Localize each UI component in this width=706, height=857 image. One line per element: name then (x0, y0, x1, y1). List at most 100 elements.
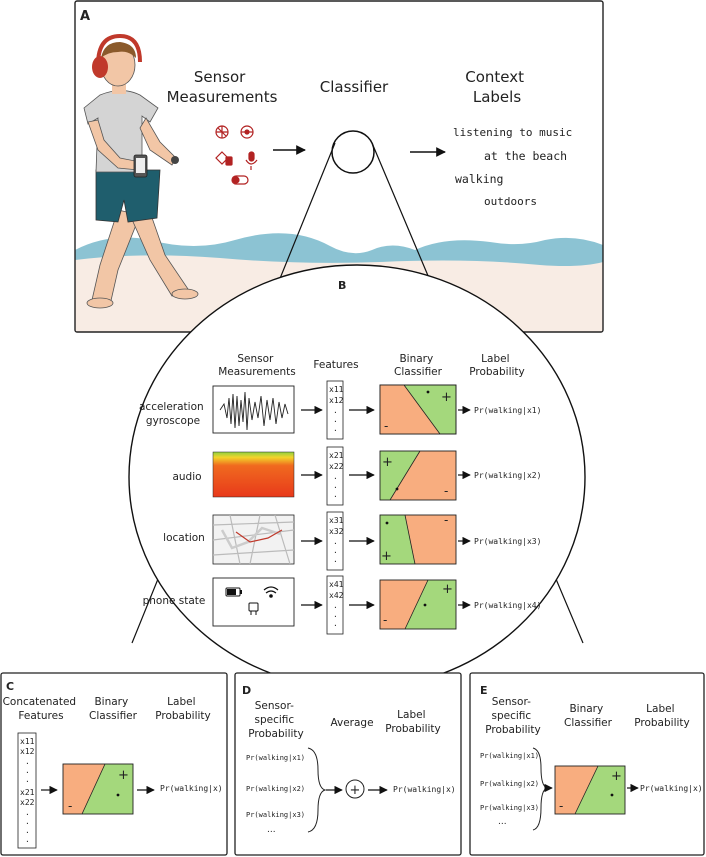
svg-text:.: . (333, 481, 338, 490)
classifier-4: + - (379, 579, 457, 630)
e-prob-walking-x: Pr(walking|x) (640, 784, 703, 793)
wifi-icon (263, 586, 279, 598)
context-label-outdoors: outdoors (484, 195, 537, 208)
sensor-icons (215, 125, 258, 185)
classifier-1: + - (379, 384, 457, 435)
svg-text:x21: x21 (20, 788, 35, 797)
panel-d-letter: D (242, 684, 251, 697)
c-classifier: + - (62, 763, 134, 815)
e-prob-x3: Pr(walking|x3) (480, 804, 539, 812)
feature-vector-4: x41 x42 ... (326, 575, 344, 635)
svg-text:+: + (381, 549, 392, 564)
e-prob-x1: Pr(walking|x1) (480, 752, 539, 760)
context-labels-title: Context Labels (465, 68, 529, 106)
svg-text:.: . (25, 766, 30, 775)
svg-text:.: . (333, 406, 338, 415)
average-plus-symbol: + (350, 783, 361, 798)
classifier-title: Classifier (320, 78, 389, 96)
svg-text:.: . (333, 601, 338, 610)
feature-x22: x22 (329, 462, 344, 471)
b-arrows (301, 405, 471, 610)
row-label-audio: audio (172, 471, 201, 483)
c-col-features: Concatenated Features (3, 696, 80, 722)
location-map (212, 514, 295, 565)
feature-vector-1: x11 x12 ... (326, 380, 344, 440)
panel-c-letter: C (6, 680, 14, 693)
feature-vector-3: x31 x32 ... (326, 511, 344, 571)
prob-walking-x2: Pr(walking|x2) (474, 471, 541, 480)
prob-walking-x3: Pr(walking|x3) (474, 537, 541, 546)
context-label-walking: walking (455, 172, 503, 186)
svg-text:x22: x22 (20, 798, 35, 807)
svg-text:.: . (25, 835, 30, 844)
svg-text:+: + (382, 455, 393, 470)
compass-icon (215, 125, 229, 139)
watch-icon (171, 156, 179, 164)
battery-icon (225, 587, 242, 597)
svg-text:.: . (25, 808, 30, 817)
charger-plug-icon (248, 602, 259, 615)
gyroscope-icon (240, 125, 254, 139)
microphone-icon (245, 151, 258, 170)
e-ellipsis: ... (498, 817, 507, 827)
d-brace (307, 747, 327, 833)
d-col-probability: Label Probability (385, 709, 441, 735)
svg-text:-: - (384, 419, 388, 433)
feature-x41: x41 (329, 580, 344, 589)
row-label-location: location (163, 532, 205, 544)
average-plus-circle (345, 779, 365, 799)
d-prob-x2: Pr(walking|x2) (246, 785, 305, 793)
svg-text:.: . (333, 415, 338, 424)
svg-text:.: . (333, 537, 338, 546)
svg-text:+: + (611, 769, 622, 784)
e-col-sensor: Sensor- specific Probability (485, 696, 541, 736)
svg-text:.: . (333, 555, 338, 564)
b-col-classifier: Binary Classifier (394, 353, 443, 378)
b-col-features: Features (313, 359, 358, 371)
feature-x42: x42 (329, 591, 344, 600)
location-pin-icon (215, 151, 233, 166)
svg-text:.: . (25, 775, 30, 784)
e-classifier: + - (554, 765, 626, 815)
walking-person-illustration (83, 33, 199, 309)
row-label-phone-state: phone state (143, 595, 206, 607)
svg-text:+: + (441, 390, 452, 405)
classifier-circle (331, 130, 375, 174)
svg-text:.: . (333, 619, 338, 628)
b-col-probability: Label Probability (469, 353, 525, 378)
toggle-icon (231, 175, 249, 185)
d-prob-x1: Pr(walking|x1) (246, 754, 305, 762)
concatenated-feature-vector: x11 x12 ... x21 x22 .... (17, 732, 37, 849)
prob-walking-x4: Pr(walking|x4) (474, 601, 541, 610)
prob-walking-x1: Pr(walking|x1) (474, 406, 541, 415)
svg-text:.: . (25, 826, 30, 835)
d-prob-x3: Pr(walking|x3) (246, 811, 305, 819)
c-prob-walking-x: Pr(walking|x) (160, 784, 223, 793)
classifier-3: - + (379, 513, 457, 565)
context-label-beach: at the beach (484, 149, 567, 163)
panel-e: E Sensor- specific Probability Binary Cl… (469, 672, 705, 856)
phone-state-box (212, 577, 295, 627)
svg-text:.: . (333, 472, 338, 481)
d-prob-walking-x: Pr(walking|x) (393, 785, 456, 794)
svg-text:-: - (559, 799, 563, 813)
svg-text:+: + (442, 582, 453, 597)
svg-text:.: . (25, 817, 30, 826)
accel-waveform (219, 391, 289, 431)
d-ellipsis: ... (267, 825, 276, 835)
svg-text:.: . (333, 610, 338, 619)
b-col-sensor: Sensor Measurements (218, 353, 296, 378)
feature-x21: x21 (329, 451, 344, 460)
e-prob-x2: Pr(walking|x2) (480, 780, 539, 788)
svg-text:x12: x12 (20, 747, 35, 756)
panel-b: B Sensor Measurements Features Binary Cl… (128, 264, 586, 690)
e-col-probability: Label Probability (634, 703, 690, 729)
svg-text:.: . (333, 490, 338, 499)
feature-x31: x31 (329, 516, 344, 525)
e-col-classifier: Binary Classifier (564, 703, 613, 729)
classifier-2: + - (379, 450, 457, 501)
svg-text:-: - (444, 484, 448, 498)
sensor-measurements-title: Sensor Measurements (167, 68, 278, 106)
d-col-sensor: Sensor- specific Probability (248, 700, 304, 740)
